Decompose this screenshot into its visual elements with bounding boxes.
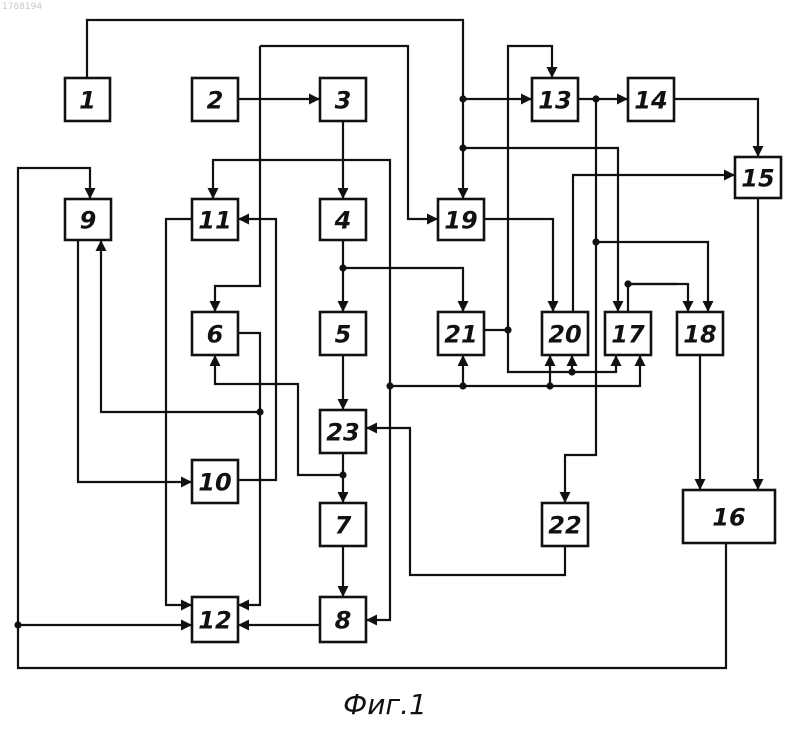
block-6-label: 6 <box>207 321 224 349</box>
block-15: 15 <box>735 157 781 198</box>
block-7-label: 7 <box>335 512 352 540</box>
connection-line <box>628 284 677 312</box>
junction-dot <box>568 368 575 375</box>
block-6: 6 <box>192 312 238 355</box>
block-18: 18 <box>677 312 723 355</box>
block-5: 5 <box>320 312 366 355</box>
junction-dot <box>459 95 466 102</box>
block-3: 3 <box>320 78 366 121</box>
block-22: 22 <box>542 503 588 546</box>
block-20-label: 20 <box>548 321 581 349</box>
block-16-label: 16 <box>712 504 745 532</box>
junction-dot <box>504 326 511 333</box>
figure-caption: Фиг.1 <box>343 688 427 721</box>
junction-dot <box>459 144 466 151</box>
block-14: 14 <box>628 78 674 121</box>
block-23-label: 23 <box>326 419 359 447</box>
connection-line <box>628 284 688 312</box>
block-9-label: 9 <box>80 207 97 235</box>
block-19-label: 19 <box>444 207 477 235</box>
block-19: 19 <box>438 199 484 240</box>
block-17-label: 17 <box>611 321 645 349</box>
block-2-label: 2 <box>207 87 224 115</box>
junction-dot <box>592 238 599 245</box>
junction-dot <box>624 280 631 287</box>
block-10-label: 10 <box>198 469 231 497</box>
block-11-label: 11 <box>198 207 231 235</box>
block-17: 17 <box>605 312 651 355</box>
block-7: 7 <box>320 503 366 546</box>
connection-line <box>78 240 192 482</box>
block-21-label: 21 <box>444 321 477 349</box>
block-1: 1 <box>65 78 110 121</box>
junction-dot <box>546 382 553 389</box>
junction-dot <box>339 264 346 271</box>
connection-line <box>238 219 276 480</box>
block-4-label: 4 <box>334 207 352 235</box>
block-3-label: 3 <box>335 87 352 115</box>
connection-line <box>484 219 553 312</box>
block-11: 11 <box>192 199 238 240</box>
block-12-label: 12 <box>198 607 231 635</box>
connection-line <box>366 428 565 575</box>
connection-line <box>343 268 463 312</box>
block-4: 4 <box>320 199 366 240</box>
junction-dot <box>256 408 263 415</box>
connection-line <box>366 386 390 620</box>
blocks: 1234567891011121314151617181920212223 <box>65 78 781 642</box>
connection-line <box>390 355 640 386</box>
block-14-label: 14 <box>634 87 667 115</box>
block-2: 2 <box>192 78 238 121</box>
block-23: 23 <box>320 410 366 453</box>
junction-dot <box>14 621 21 628</box>
junction-dot <box>459 382 466 389</box>
block-15-label: 15 <box>741 165 774 193</box>
block-8: 8 <box>320 597 366 642</box>
block-18-label: 18 <box>683 321 716 349</box>
junction-dots <box>14 95 631 628</box>
block-13-label: 13 <box>538 87 571 115</box>
block-12: 12 <box>192 597 238 642</box>
block-21: 21 <box>438 312 484 355</box>
block-5-label: 5 <box>335 321 352 349</box>
block-8-label: 8 <box>335 607 352 635</box>
connection-line <box>674 99 758 157</box>
connection-line <box>596 242 708 312</box>
block-1-label: 1 <box>79 87 96 115</box>
connection-line <box>260 46 438 219</box>
junction-dot <box>592 95 599 102</box>
block-13: 13 <box>532 78 578 121</box>
block-16: 16 <box>683 490 775 543</box>
block-9: 9 <box>65 199 111 240</box>
connection-line <box>463 148 618 312</box>
connection-line <box>565 99 596 503</box>
document-stamp: 1788194 <box>2 2 42 12</box>
block-22-label: 22 <box>548 512 581 540</box>
junction-dot <box>386 382 393 389</box>
block-20: 20 <box>542 312 588 355</box>
connection-line <box>238 333 260 605</box>
block-10: 10 <box>192 460 238 503</box>
junction-dot <box>339 471 346 478</box>
